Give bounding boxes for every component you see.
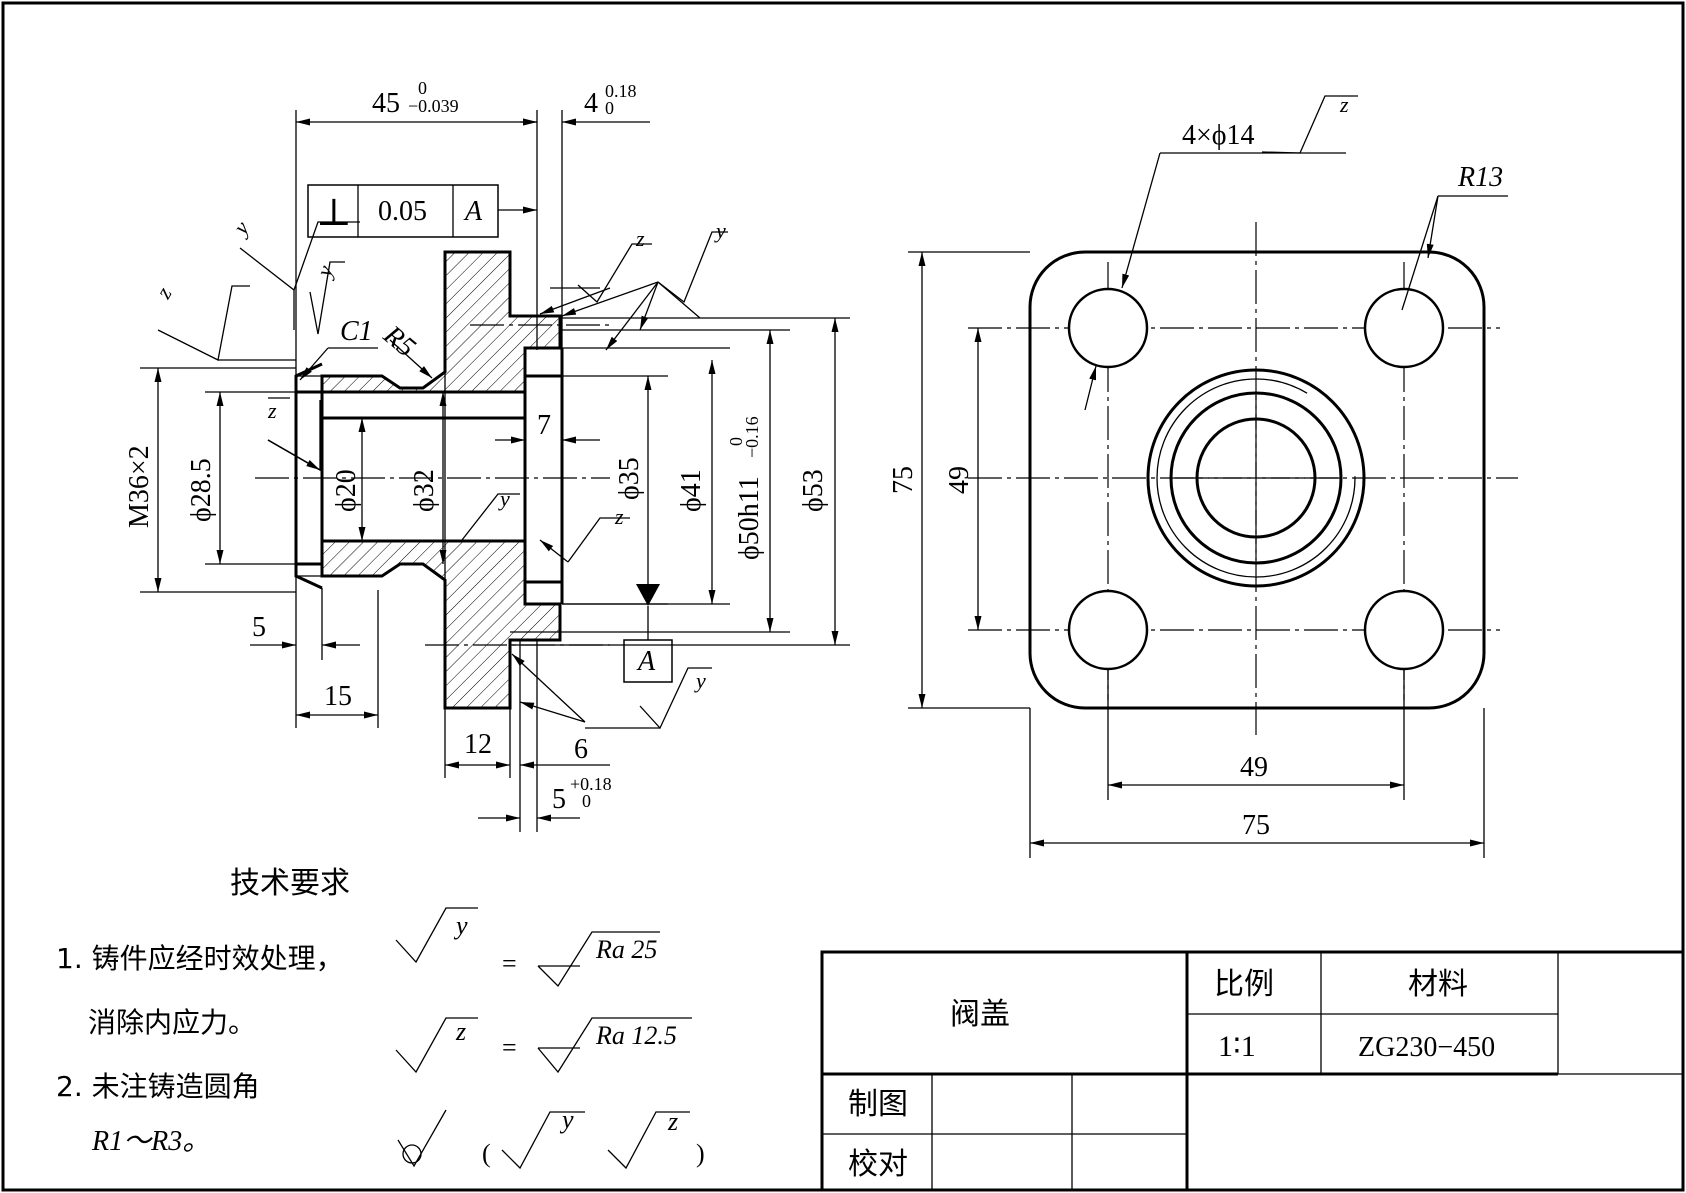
- requirements-title: 技术要求: [230, 866, 350, 901]
- legend-z: z: [455, 1017, 466, 1046]
- upper-section-hatch: [320, 250, 562, 394]
- hole-bottom-left: [1067, 589, 1149, 671]
- legend-ra-12-5: Ra 12.5: [595, 1021, 677, 1050]
- dim-5-lower: 0: [582, 791, 591, 811]
- scale-value: 1∶1: [1218, 1030, 1256, 1063]
- requirement-1-line-1: 1. 铸件应经时效处理，: [56, 942, 344, 975]
- chamfer-label: C1: [340, 316, 373, 347]
- legend-paren-open: (: [482, 1139, 491, 1168]
- rough-z-4: z: [635, 226, 645, 251]
- rough-z-top: z: [1339, 92, 1349, 117]
- dim-45-base: 45: [372, 88, 400, 119]
- lower-section-hatch: [320, 539, 562, 710]
- dim-6: 6: [574, 734, 588, 765]
- roughness-legend: [395, 907, 692, 1170]
- boss-thread: [1156, 378, 1356, 578]
- dim-r13: R13: [1457, 162, 1503, 193]
- front-roughness: [157, 221, 728, 730]
- legend-ra-25: Ra 25: [595, 935, 657, 964]
- dim-7: 7: [537, 410, 551, 441]
- requirement-2-line-1: 2. 未注铸造圆角: [56, 1070, 260, 1103]
- requirement-2-line-2: R1～R3。: [91, 1126, 210, 1157]
- hole-top-left: [1067, 287, 1149, 369]
- material-label: 材料: [1408, 967, 1468, 1002]
- legend-eq-2: =: [502, 1033, 517, 1062]
- dim-phi-28-5: ϕ28.5: [186, 458, 217, 522]
- dim-phi-50: ϕ50h11: [734, 476, 765, 560]
- dim-holes: 4×ϕ14: [1182, 120, 1255, 151]
- legend-y: y: [453, 911, 468, 940]
- dim-thread: M36×2: [124, 445, 155, 528]
- dim-phi-50-lower: −0.16: [742, 416, 762, 458]
- part-name: 阀盖: [950, 997, 1010, 1032]
- fillet-label: R5: [377, 319, 422, 363]
- perp-symbol: ⊥: [316, 192, 352, 234]
- rough-z-3: z: [614, 504, 624, 529]
- dim-45-upper: 0: [418, 78, 427, 98]
- dim-49-horizontal: 49: [1240, 752, 1268, 783]
- top-view-dimensions: [908, 95, 1508, 858]
- dim-phi-35: ϕ35: [614, 457, 645, 500]
- legend-z-2: z: [667, 1107, 678, 1136]
- dim-5-left: 5: [252, 612, 266, 643]
- title-block: [820, 950, 1685, 1192]
- requirement-1-line-2: 消除内应力。: [88, 1006, 256, 1039]
- dim-4-upper: 0.18: [605, 81, 637, 101]
- rough-y-4: y: [714, 218, 726, 243]
- datum-a: A: [636, 646, 656, 677]
- dim-4-lower: 0: [605, 98, 614, 118]
- checked-label: 校对: [848, 1147, 908, 1182]
- dim-phi-32: ϕ32: [409, 469, 440, 512]
- legend-eq-1: =: [502, 949, 517, 978]
- rough-y-2: y: [311, 262, 339, 282]
- dim-49-vertical: 49: [944, 466, 975, 494]
- dim-5-upper: +0.18: [570, 774, 612, 794]
- boss-outer: [1146, 368, 1366, 588]
- hole-bottom-right: [1363, 589, 1445, 671]
- dim-phi-53: ϕ53: [798, 469, 829, 512]
- dim-15: 15: [324, 681, 352, 712]
- boss-mid: [1169, 391, 1343, 565]
- dim-phi-41: ϕ41: [676, 469, 707, 512]
- dim-75-vertical: 75: [888, 466, 919, 494]
- dim-4-base: 4: [584, 88, 598, 119]
- drawn-label: 制图: [848, 1087, 908, 1122]
- dim-phi-20: ϕ20: [331, 469, 362, 512]
- dim-45-lower: −0.039: [408, 96, 459, 116]
- rough-z-1: z: [150, 282, 177, 303]
- scale-label: 比例: [1214, 967, 1274, 1002]
- rough-y-1: y: [227, 216, 254, 241]
- dim-phi-50-upper: 0: [726, 437, 746, 446]
- material-value: ZG230−450: [1358, 1032, 1495, 1063]
- dim-12: 12: [464, 729, 492, 760]
- legend-y-2: y: [559, 1105, 574, 1134]
- square-flange: [1028, 250, 1486, 710]
- technical-requirements: 技术要求 1. 铸件应经时效处理， 消除内应力。 2. 未注铸造圆角 R1～R3…: [56, 866, 350, 1157]
- dim-5-base: 5: [552, 784, 566, 815]
- rough-y-3: y: [498, 486, 510, 511]
- hole-top-right: [1363, 287, 1445, 369]
- rough-z-2: z: [267, 398, 277, 423]
- front-dimensions: [140, 110, 850, 832]
- perp-tolerance: 0.05: [378, 196, 427, 227]
- top-view: [968, 222, 1518, 735]
- rough-y-5: y: [694, 668, 706, 693]
- perp-datum: A: [463, 196, 483, 227]
- legend-paren-close: ): [696, 1139, 705, 1168]
- dim-75-horizontal: 75: [1242, 810, 1270, 841]
